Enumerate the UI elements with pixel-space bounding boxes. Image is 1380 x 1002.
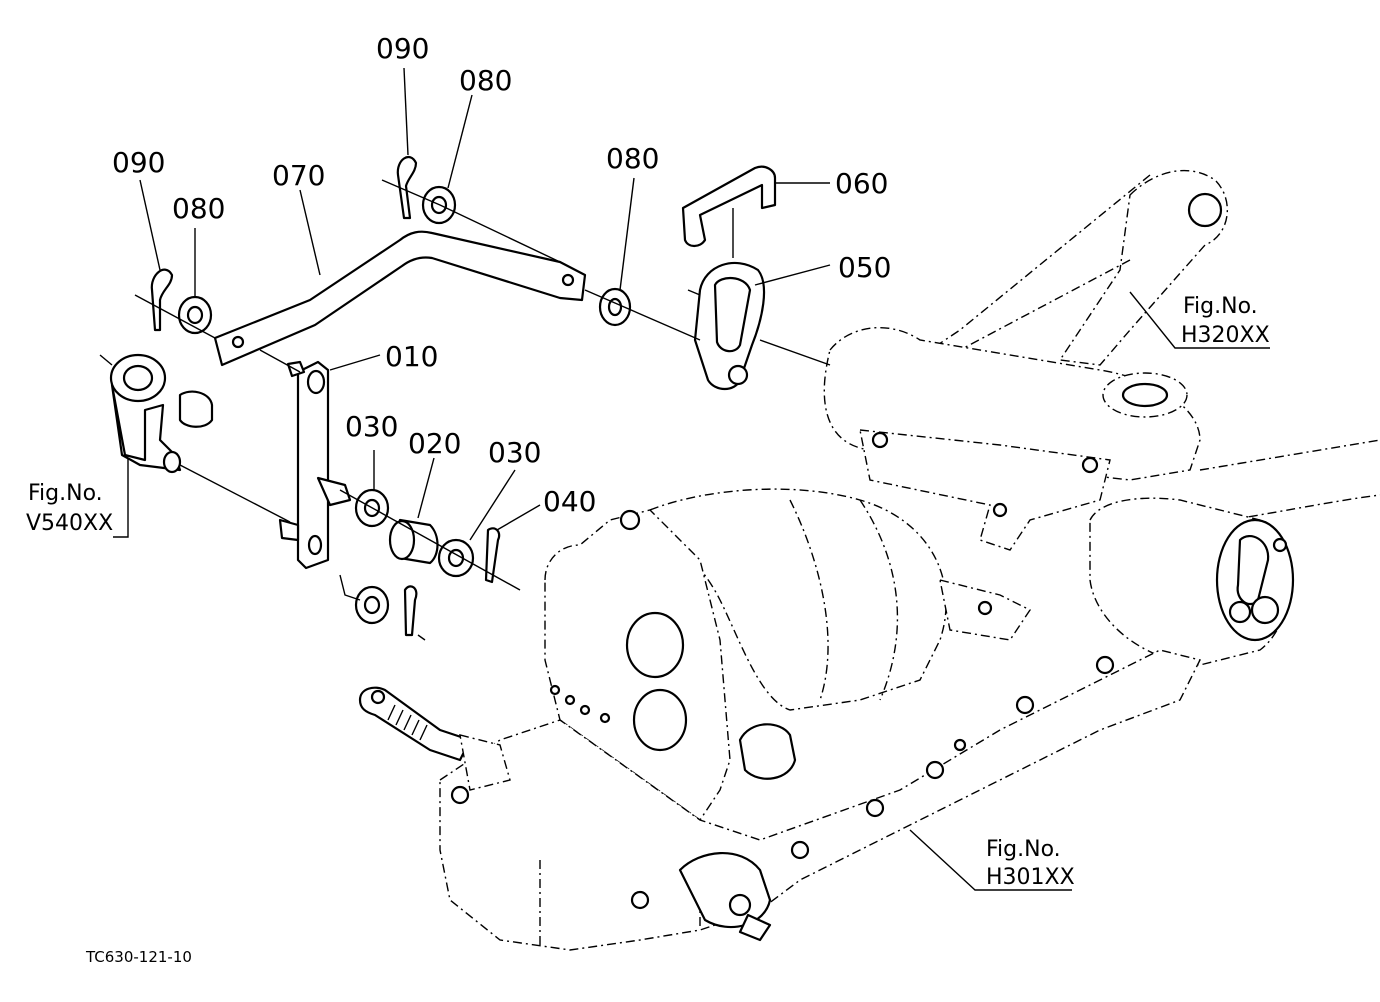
callout-030-left: 030 bbox=[345, 410, 398, 443]
callout-090-left: 090 bbox=[112, 146, 165, 179]
figref-v540-label: Fig.No. bbox=[28, 481, 103, 506]
washer-080-left bbox=[177, 295, 213, 335]
cam-lever-050 bbox=[693, 261, 766, 391]
callout-030-right: 030 bbox=[488, 436, 541, 469]
lever-070 bbox=[213, 230, 587, 367]
link-plate-010 bbox=[278, 360, 352, 570]
figref-h320-code: H320XX bbox=[1181, 323, 1270, 348]
callout-060: 060 bbox=[835, 167, 888, 200]
cotter-pin-040 bbox=[484, 527, 501, 584]
clip-090-top bbox=[396, 156, 418, 220]
callout-020: 020 bbox=[408, 427, 461, 460]
figref-h301-label: Fig.No. bbox=[986, 837, 1061, 862]
clip-090-left bbox=[150, 268, 174, 332]
clamp-060 bbox=[681, 165, 777, 248]
hydraulic-housing-assembly bbox=[358, 169, 1380, 951]
callout-080-top: 080 bbox=[459, 64, 512, 97]
assembly-center-lines bbox=[99, 179, 831, 641]
figref-v540-code: V540XX bbox=[26, 511, 113, 536]
callout-leaders bbox=[113, 67, 1270, 891]
callout-010: 010 bbox=[385, 340, 438, 373]
left-fork-bracket bbox=[109, 353, 214, 474]
drawing-code: TC630-121-10 bbox=[85, 948, 192, 966]
figref-h320-label: Fig.No. bbox=[1183, 294, 1258, 319]
figref-h301-code: H301XX bbox=[986, 865, 1075, 890]
callout-040: 040 bbox=[543, 485, 596, 518]
callout-070: 070 bbox=[272, 159, 325, 192]
callout-080-right: 080 bbox=[606, 142, 659, 175]
callout-050: 050 bbox=[838, 251, 891, 284]
callout-080-left: 080 bbox=[172, 192, 225, 225]
washer-080-right bbox=[598, 287, 632, 327]
callout-090-top: 090 bbox=[376, 32, 429, 65]
collar-020 bbox=[388, 518, 439, 565]
lower-washer-pin bbox=[354, 585, 418, 637]
washer-030-right bbox=[437, 538, 475, 578]
